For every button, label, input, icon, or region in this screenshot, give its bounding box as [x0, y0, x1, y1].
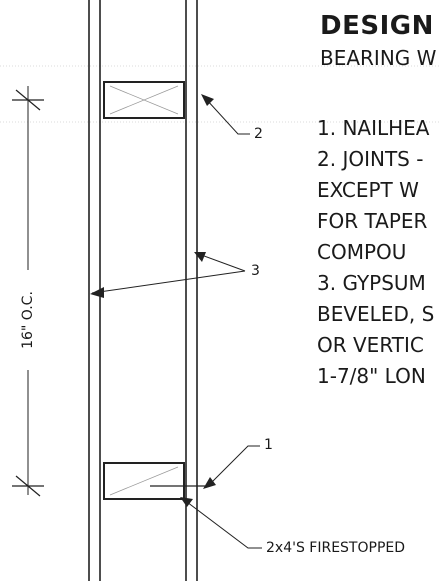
dimension-label: 16" O.C. — [20, 291, 36, 349]
design-subtitle: BEARING W — [320, 46, 437, 70]
note-line-3: EXCEPT W — [317, 178, 419, 202]
callout-3-leaders — [90, 252, 246, 298]
callout-1-leader — [150, 445, 260, 489]
callout-1-label: 1 — [264, 437, 273, 453]
callout-3-label: 3 — [251, 263, 260, 279]
dimension-line — [12, 86, 44, 497]
note-line-7: BEVELED, S — [317, 302, 435, 326]
design-title: DESIGN — [320, 11, 434, 41]
note-line-4: FOR TAPER — [317, 209, 428, 233]
note-line-2: 2. JOINTS - — [317, 147, 424, 171]
note-line-1: 1. NAILHEA — [317, 116, 430, 140]
note-line-6: 3. GYPSUM — [317, 271, 426, 295]
note-line-5: COMPOU — [317, 240, 407, 264]
firestop-block-top — [103, 81, 185, 119]
callout-2-leader — [201, 94, 250, 135]
firestop-label: 2x4'S FIRESTOPPED — [266, 540, 406, 556]
note-line-9: 1-7/8" LON — [317, 364, 426, 388]
callout-2-label: 2 — [254, 126, 263, 142]
firestop-block-bottom — [103, 462, 185, 500]
note-line-8: OR VERTIC — [317, 333, 424, 357]
firestop-leader — [180, 497, 262, 549]
